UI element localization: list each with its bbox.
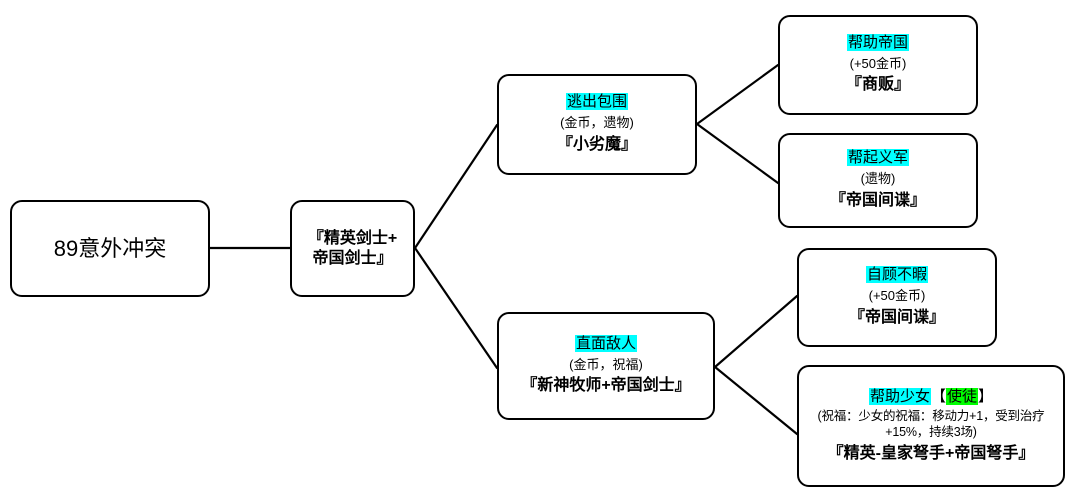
highlight-cyan: 帮助帝国 [846,33,909,51]
node-face-enemy-result: 『新神牧师+帝国剑士』 [521,377,691,395]
node-face-enemy[interactable]: 直面敌人 (金币，祝福) 『新神牧师+帝国剑士』 [497,312,715,420]
edge-face-to-help-girl [713,365,799,436]
highlight-cyan: 逃出包围 [565,93,628,111]
badge-bracket-open: 【 [930,387,946,405]
node-root-event[interactable]: 89意外冲突 [10,200,210,297]
node-help-rebels-reward: (遗物) [860,171,896,187]
node-escape-reward: (金币，遗物) [560,115,634,131]
node-help-empire-reward: (+50金币) [849,55,907,71]
highlight-cyan: 帮助少女 [868,387,931,405]
node-help-rebels-title: 帮起义军 [846,149,909,168]
highlight-cyan: 帮起义军 [846,149,909,167]
node-escape-title: 逃出包围 [565,93,628,112]
edge-face-to-busy [713,294,799,369]
node-too-busy-title: 自顾不暇 [865,266,928,285]
node-branch-elite-swordsman[interactable]: 『精英剑士+ 帝国剑士』 [290,200,415,297]
node-branch-line2: 帝国剑士』 [312,249,393,267]
node-help-girl-title: 帮助少女【使徒】 [868,387,994,407]
node-too-busy[interactable]: 自顾不暇 (+50金币) 『帝国间谍』 [797,248,997,347]
node-help-girl-result: 『精英-皇家弩手+帝国弩手』 [827,444,1035,462]
highlight-cyan: 自顾不暇 [865,266,928,284]
node-branch-line1: 『精英剑士+ [307,229,398,247]
node-help-empire[interactable]: 帮助帝国 (+50金币) 『商贩』 [778,15,978,115]
node-face-enemy-title: 直面敌人 [574,334,637,354]
highlight-cyan: 直面敌人 [574,334,637,352]
node-too-busy-reward: (+50金币) [868,288,926,304]
node-face-enemy-reward: (金币，祝福) [569,356,643,372]
node-help-rebels[interactable]: 帮起义军 (遗物) 『帝国间谍』 [778,133,978,228]
node-help-girl[interactable]: 帮助少女【使徒】 (祝福：少女的祝福：移动力+1，受到治疗+15%，持续3场) … [797,365,1065,487]
node-help-empire-result: 『商贩』 [845,76,910,94]
node-help-girl-reward: (祝福：少女的祝福：移动力+1，受到治疗+15%，持续3场) [817,409,1045,439]
node-root-label: 89意外冲突 [53,235,167,261]
edge-escape-to-help-empire [695,63,780,126]
highlight-green: 使徒 [946,387,979,405]
edge-branch-to-escape [413,123,499,250]
edge-escape-to-help-rebels [695,122,780,185]
edge-branch-to-face [413,246,499,370]
node-escape-encirclement[interactable]: 逃出包围 (金币，遗物) 『小劣魔』 [497,74,697,175]
node-help-empire-title: 帮助帝国 [846,33,909,53]
node-escape-result: 『小劣魔』 [556,135,637,153]
node-too-busy-result: 『帝国间谍』 [848,308,945,326]
badge-bracket-close: 】 [978,387,994,405]
node-help-rebels-result: 『帝国间谍』 [829,191,926,209]
